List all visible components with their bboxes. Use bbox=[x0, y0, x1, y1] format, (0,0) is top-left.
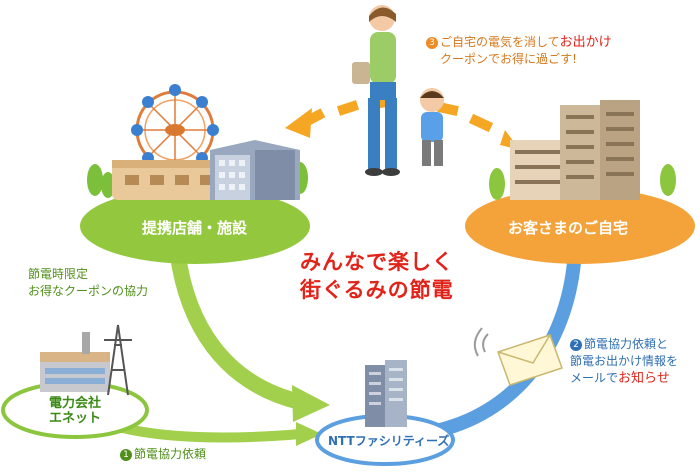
factory-illustration bbox=[40, 332, 110, 392]
step1-number-badge: 1 bbox=[120, 449, 132, 461]
power-company-label: 電力会社 エネット bbox=[40, 396, 110, 426]
mall-building-illustration bbox=[112, 160, 222, 200]
step1-text: 節電協力依頼 bbox=[134, 447, 207, 461]
power-company-label-line2: エネット bbox=[48, 411, 101, 426]
step2-line3-prefix: メールで bbox=[570, 371, 619, 385]
coupon-label-line2: お得なクーポンの協力 bbox=[28, 284, 149, 298]
ntt-tower-illustration bbox=[365, 360, 407, 427]
main-title: みんなで楽しく 街ぐるみの節電 bbox=[300, 248, 454, 304]
step2-line1: 節電協力依頼と bbox=[584, 337, 669, 351]
main-title-line1: みんなで楽しく bbox=[300, 250, 454, 274]
home-trees bbox=[489, 164, 676, 200]
step3-line2: クーポンでお得に過ごす! bbox=[440, 52, 577, 66]
green-arrowhead-ntt bbox=[292, 385, 330, 422]
facilities-label: 提携店舗・施設 bbox=[142, 219, 248, 237]
step2-line3-highlight: お知らせ bbox=[618, 371, 670, 386]
envelope-icon bbox=[473, 327, 563, 386]
home-ellipse bbox=[465, 188, 695, 264]
coupon-cooperation-label: 節電時限定 お得なクーポンの協力 bbox=[28, 266, 148, 300]
orange-dashed-arc bbox=[285, 96, 520, 150]
apartment-building-illustration bbox=[510, 100, 640, 200]
home-label: お客さまのご自宅 bbox=[508, 219, 629, 237]
child-illustration bbox=[420, 88, 444, 166]
office-tower-illustration bbox=[210, 140, 300, 200]
step2-number-badge: 2 bbox=[570, 339, 582, 351]
step3-line1-highlight: お出かけ bbox=[559, 35, 612, 50]
green-arrowhead-ntt-2 bbox=[296, 422, 322, 446]
blue-arrow-ntt-to-home bbox=[438, 249, 582, 437]
ferris-wheel-illustration bbox=[131, 84, 219, 170]
mother-illustration bbox=[352, 5, 400, 176]
step3-line1-prefix: ご自宅の電気を消して bbox=[440, 35, 560, 49]
ntt-label: NTTファシリティーズ bbox=[328, 434, 450, 448]
power-company-label-line1: 電力会社 bbox=[48, 396, 101, 411]
step3-number-badge: 3 bbox=[426, 37, 438, 49]
power-tower-illustration bbox=[104, 324, 132, 396]
step2-line2: 節電お出かけ情報を bbox=[570, 354, 679, 368]
facilities-ellipse bbox=[80, 188, 310, 264]
main-title-line2: 街ぐるみの節電 bbox=[300, 278, 454, 302]
coupon-label-line1: 節電時限定 bbox=[28, 267, 89, 281]
